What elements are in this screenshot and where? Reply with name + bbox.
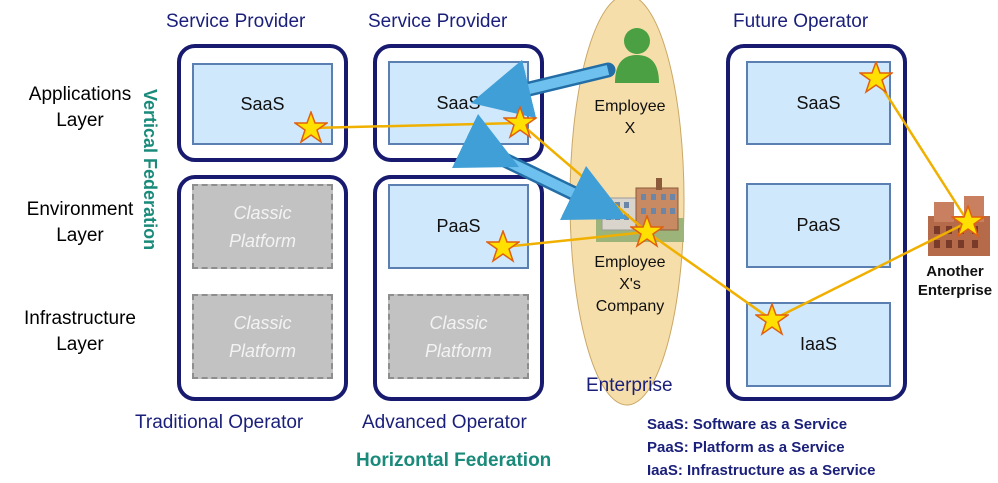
col1-app-frame [177,44,348,162]
link-iaas-another [771,220,969,322]
link-company-iaas [646,230,773,322]
col2-title: Service Provider [368,11,508,32]
legend-paas: PaaS: Platform as a Service [647,439,845,456]
arrow-saas-company-bidirectional [451,113,628,221]
enterprise-label: Enterprise [586,375,673,396]
traditional-operator-label: Traditional Operator [135,412,304,433]
col4-title: Future Operator [733,11,869,32]
link-col1saas-col2saas [310,121,521,130]
col1-lower-frame [177,175,348,401]
star-icon [755,303,789,336]
col4-frame [726,44,907,401]
col4-paas-box: PaaS [746,183,891,268]
link-col2paas-company [502,230,648,249]
horizontal-federation-label: Horizontal Federation [356,450,552,471]
star-icon [859,61,893,94]
advanced-operator-label: Advanced Operator [362,412,527,433]
star-icon [951,205,985,238]
star-icon [486,230,520,263]
star-icon [503,106,537,139]
legend-saas: SaaS: Software as a Service [647,416,848,433]
col1-title: Service Provider [166,11,306,32]
col4-saas-box: SaaS [746,61,891,145]
star-icon [630,215,664,248]
arrow-employee-to-saas [470,59,616,119]
person-icon [615,28,659,83]
star-icon [294,111,328,144]
legend-iaas: IaaS: Infrastructure as a Service [647,462,876,479]
legend: SaaS: Software as a Service PaaS: Platfo… [647,413,875,482]
vertical-federation-label: Vertical Federation [140,89,160,251]
link-saas-another [874,77,970,223]
